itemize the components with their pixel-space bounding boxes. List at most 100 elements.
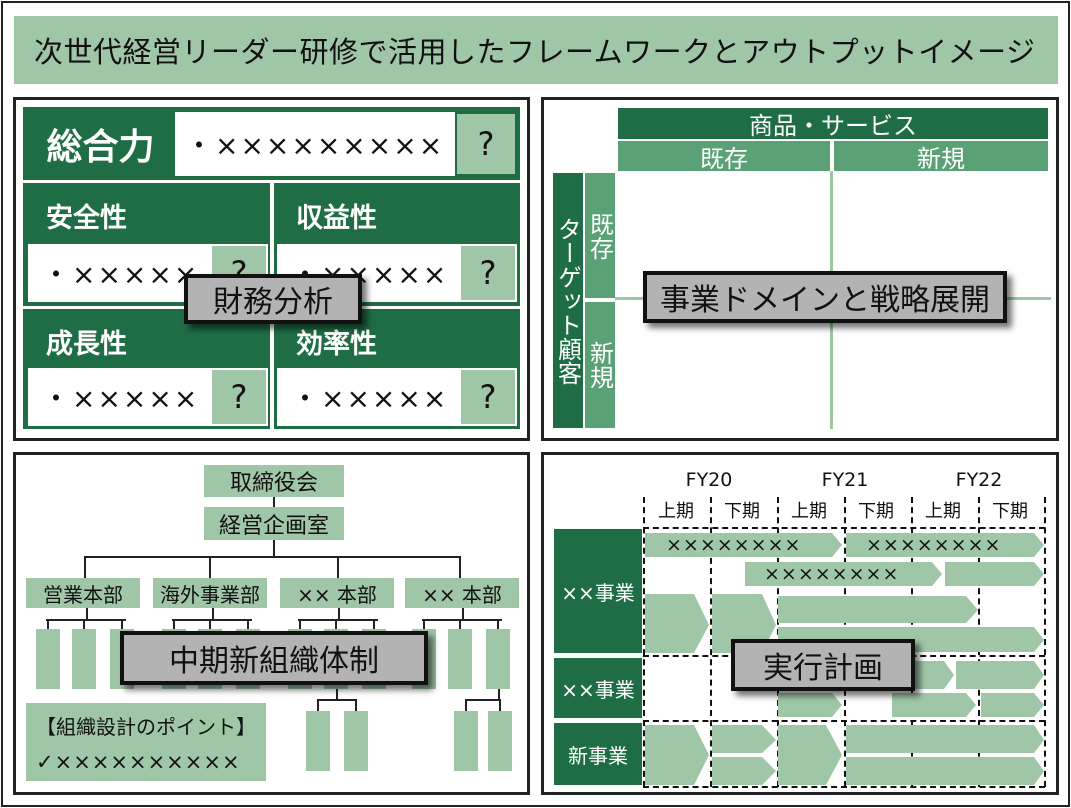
gantt-bar-6	[712, 594, 776, 653]
sub-lower-drop-3a	[317, 699, 319, 711]
gantt-bar-1-text: ××××××××	[666, 534, 802, 556]
sub-drop-1-2	[83, 619, 85, 629]
sub-lower-drop-3b	[355, 699, 357, 711]
sub-drop-3-1	[299, 619, 301, 629]
design-point-title: 【組織設計のポイント】	[36, 715, 256, 739]
gantt-bar-19	[846, 725, 1044, 753]
product-service-header: 商品・サービス	[618, 108, 1048, 140]
sub-lower-bus-4	[466, 699, 500, 701]
grid-v1	[643, 497, 645, 787]
dept-drop-4	[459, 556, 461, 578]
sub-unit-3-lower-1	[306, 711, 330, 771]
sub-lower-bus-3	[318, 699, 356, 701]
half-1: 上期	[658, 501, 694, 522]
financial-analysis-panel: 総合力 ・××××××××× ? 安全性 ・××××× ? 収益性 ・×××××…	[13, 97, 530, 441]
sub-stem-4	[462, 608, 464, 619]
sub-drop-2-2	[209, 619, 211, 629]
half-4: 下期	[858, 501, 894, 522]
gantt-bar-15	[645, 725, 709, 785]
gantt-bar-14	[981, 693, 1044, 717]
profitability-question: ?	[461, 246, 515, 300]
dept-xx-2: ×× 本部	[405, 578, 519, 608]
safety-text: ・×××××	[42, 258, 200, 291]
sub-bus-1	[46, 619, 126, 621]
total-power-value-box: ・×××××××××	[175, 112, 455, 176]
grid-h1	[643, 527, 1045, 529]
gantt-bar-10	[911, 661, 954, 689]
dept-overseas: 海外事業部	[153, 578, 267, 608]
grid-v2	[710, 497, 712, 787]
dept-drop-3	[337, 556, 339, 578]
gantt-bar-11	[956, 661, 1044, 689]
board-box: 取締役会	[204, 465, 344, 497]
sub-drop-1-3	[121, 619, 123, 629]
dept-drop-2	[209, 556, 211, 578]
gantt-bar-3	[745, 562, 942, 586]
year-fy21: FY21	[821, 469, 869, 491]
dept-drop-1	[84, 556, 86, 578]
sub-drop-2-3	[247, 619, 249, 629]
board-connector	[273, 497, 275, 507]
half-3: 上期	[791, 501, 827, 522]
sub-drop-1-1	[47, 619, 49, 629]
sub-unit-1-2	[72, 629, 96, 689]
growth-question: ?	[212, 370, 266, 424]
divider-h1	[23, 180, 520, 183]
sub-stem-2	[212, 608, 214, 619]
gantt-bar-3-text: ××××××××	[764, 563, 900, 585]
sub-unit-4-lower-1	[454, 711, 478, 771]
execution-plan-label: 実行計画	[731, 639, 915, 691]
sub-stem-3	[338, 608, 340, 619]
sub-drop-4-3	[497, 619, 499, 629]
domain-strategy-label: 事業ドメインと戦略展開	[643, 271, 1007, 323]
target-new-header: 新規	[585, 302, 615, 428]
grid-h4	[643, 786, 1045, 788]
product-existing-header: 既存	[618, 141, 830, 173]
sub-unit-3-lower-2	[344, 711, 368, 771]
planning-connector	[273, 540, 275, 557]
grid-v7	[1044, 497, 1046, 787]
dept-bus	[84, 556, 459, 558]
sub-lower-drop-4a	[465, 699, 467, 711]
execution-plan-panel: FY20 FY21 FY22 上期 下期 上期 下期 上期 下期 ××事業 ××…	[541, 452, 1059, 795]
row-new-business: 新事業	[554, 723, 642, 785]
gantt-bar-18	[778, 725, 842, 785]
dept-sales: 営業本部	[26, 578, 140, 608]
half-5: 上期	[925, 501, 961, 522]
profitability-label: 収益性	[296, 196, 377, 235]
domain-strategy-panel: 商品・サービス 既存 新規 ターゲット顧客 既存 新規 事業ドメインと戦略展開	[541, 97, 1059, 441]
gantt-bar-4	[945, 562, 1044, 586]
total-power-text: ・×××××××××	[185, 129, 445, 162]
efficiency-label: 効率性	[296, 322, 377, 361]
sub-lower-drop-4b	[499, 699, 501, 711]
sub-lower-stem-4	[498, 689, 500, 701]
sub-drop-2-1	[173, 619, 175, 629]
sub-stem-1	[86, 608, 88, 619]
grid-h3	[643, 720, 1045, 722]
safety-label: 安全性	[46, 196, 127, 235]
target-customer-header: ターゲット顧客	[553, 173, 583, 428]
sub-drop-4-2	[459, 619, 461, 629]
sub-unit-1-1	[36, 629, 60, 689]
sub-lower-stem-3	[336, 689, 338, 701]
efficiency-text: ・×××××	[291, 382, 449, 415]
efficiency-question: ?	[461, 370, 515, 424]
sub-drop-3-3	[373, 619, 375, 629]
gantt-bars	[645, 533, 1044, 785]
gantt-bar-17	[712, 757, 776, 785]
design-point-box: 【組織設計のポイント】 ✓××××××××××	[26, 703, 266, 781]
gantt-bar-1	[645, 533, 842, 557]
page-title: 次世代経営リーダー研修で活用したフレームワークとアウトプットイメージ	[14, 16, 1058, 84]
financial-analysis-label: 財務分析	[184, 274, 362, 324]
year-fy22: FY22	[955, 469, 1003, 491]
target-existing-header: 既存	[585, 173, 615, 298]
half-6: 下期	[992, 501, 1028, 522]
design-point-text: ✓××××××××××	[36, 750, 241, 774]
total-power-label: 総合力	[28, 112, 173, 176]
gantt-bar-12	[778, 693, 842, 717]
sub-unit-4-lower-2	[488, 711, 512, 771]
growth-text: ・×××××	[42, 382, 200, 415]
gantt-bar-5	[645, 594, 709, 653]
gantt-bar-7	[778, 596, 978, 623]
